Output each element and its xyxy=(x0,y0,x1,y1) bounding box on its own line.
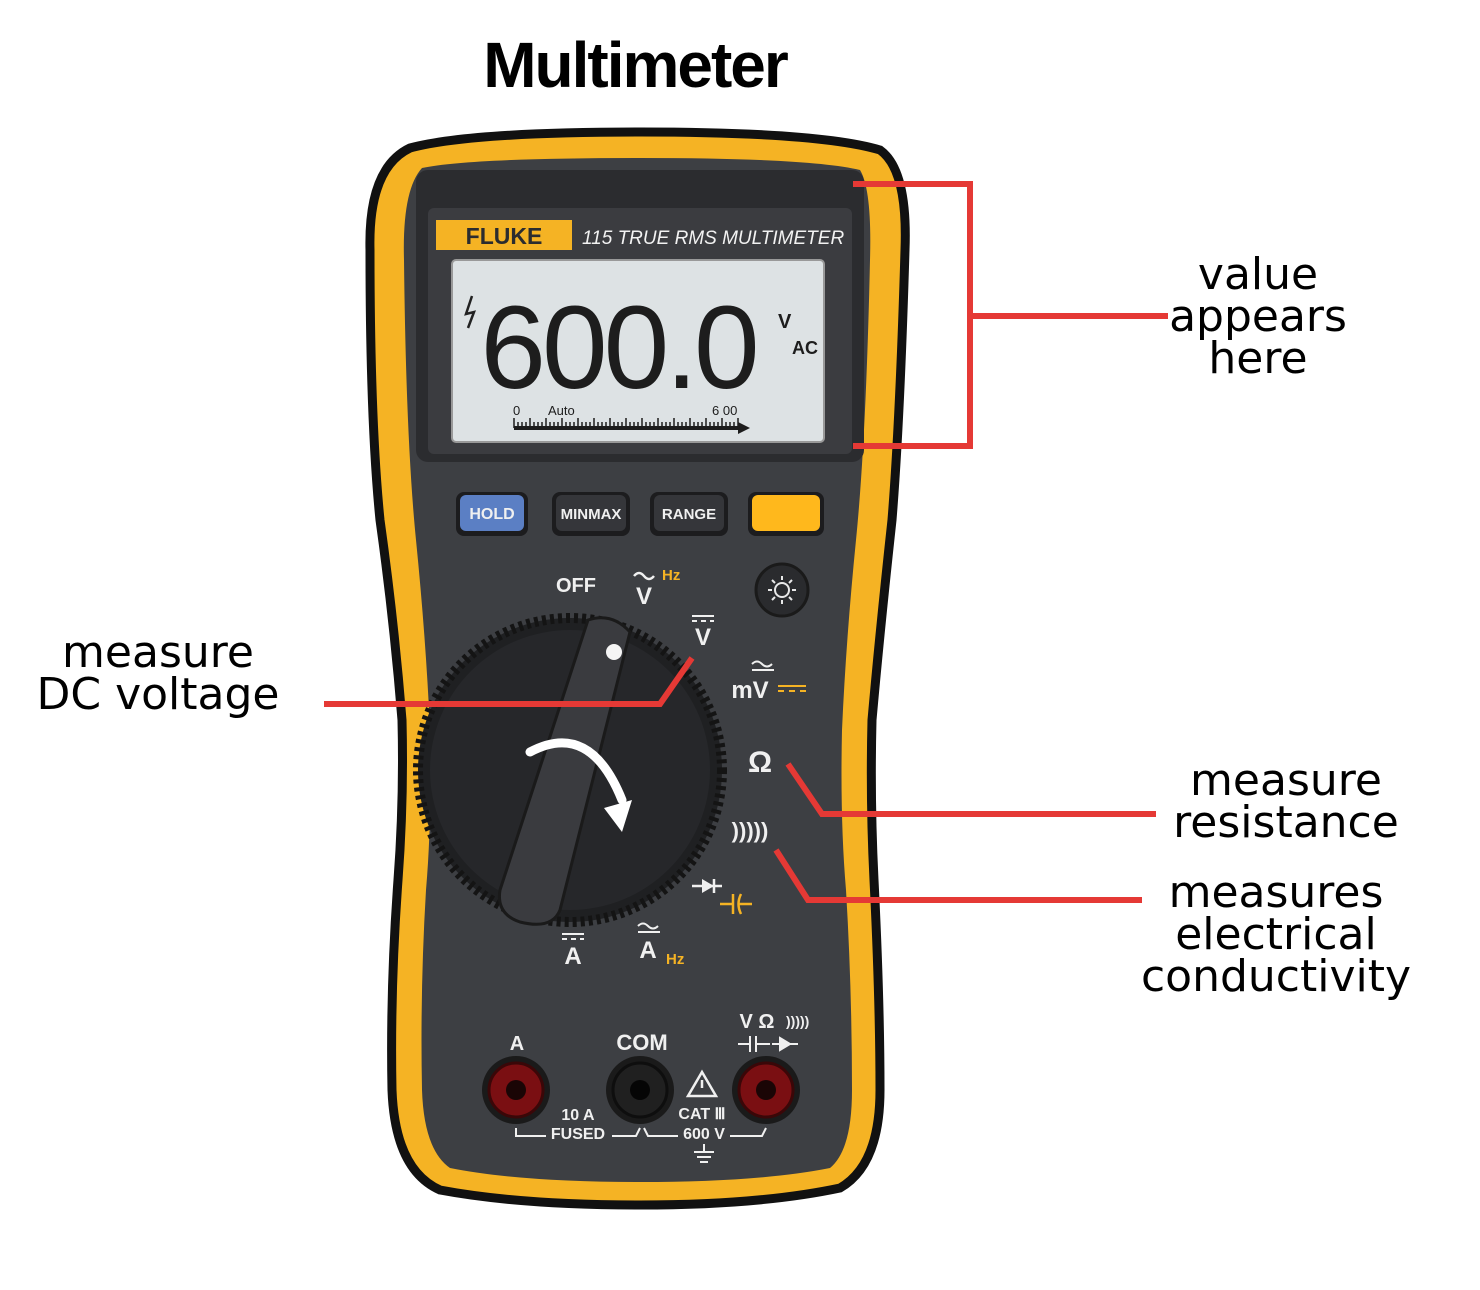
adc-symbol-icon xyxy=(562,933,584,940)
hazard-icon xyxy=(464,295,477,329)
callout-resistance-line2: resistance xyxy=(1173,797,1399,848)
bar-graph-scale xyxy=(513,418,750,434)
callout-conductivity-line1: measures xyxy=(1168,867,1384,918)
warning-icon xyxy=(685,1069,719,1098)
jack-com[interactable] xyxy=(606,1056,674,1124)
callout-display-bracket xyxy=(853,181,1168,449)
dial-mv-label: mV xyxy=(731,677,768,704)
jack-symbols-icon xyxy=(738,1036,798,1052)
callout-display-line1: value xyxy=(1197,249,1319,300)
lcd-value: 600.0 xyxy=(480,282,756,414)
callout-display: value appears here xyxy=(1150,249,1366,384)
cat-line1: CAT Ⅲ xyxy=(678,1106,725,1123)
scale-mode: Auto xyxy=(548,403,575,418)
dial-hz-top-label: Hz xyxy=(662,567,680,584)
dial-off-label: OFF xyxy=(556,575,596,597)
dial-vdc-label: V xyxy=(695,624,711,651)
jack-a[interactable] xyxy=(482,1056,550,1124)
capacitor-icon xyxy=(720,893,752,915)
callout-dc-line2: DC voltage xyxy=(36,669,280,720)
range-button[interactable]: RANGE xyxy=(650,492,728,536)
minmax-button[interactable]: MINMAX xyxy=(552,492,630,536)
page-title: Multimeter xyxy=(483,29,789,101)
rotary-dial[interactable] xyxy=(413,613,727,927)
dial-aac-label: A xyxy=(639,937,656,964)
ac-wave-icon xyxy=(633,571,655,581)
brand-label: FLUKE xyxy=(466,223,543,249)
scale-start: 0 xyxy=(513,403,520,418)
scale-end: 6 00 xyxy=(712,403,737,418)
jack-v-label: V Ω xyxy=(740,1011,775,1033)
sun-icon xyxy=(768,576,796,604)
dial-pointer-dot xyxy=(606,644,622,660)
fused-line2: FUSED xyxy=(551,1126,605,1143)
ground-icon xyxy=(694,1144,714,1163)
dial-knob[interactable] xyxy=(497,616,632,926)
dial-continuity-label: ))))) xyxy=(732,818,769,843)
diode-icon xyxy=(692,879,722,893)
dc-symbol-icon xyxy=(692,615,714,622)
jack-bracket-lines xyxy=(515,1127,767,1137)
cat-line2: 600 V xyxy=(683,1126,725,1143)
callout-dc: measure DC voltage xyxy=(26,627,290,720)
lcd-screen xyxy=(451,259,825,443)
jack-continuity-label: ))))) xyxy=(786,1013,809,1029)
brand-plate xyxy=(436,220,572,250)
mv-ac-dc-icon xyxy=(751,660,806,692)
lcd-unit-v: V xyxy=(778,311,792,333)
minmax-button-label: MINMAX xyxy=(561,506,622,523)
callout-dc-line1: measure xyxy=(62,627,254,678)
backlight-button[interactable] xyxy=(754,562,810,618)
jack-com-label: COM xyxy=(616,1030,667,1055)
callout-dc-line xyxy=(324,656,695,707)
lcd-unit-ac: AC xyxy=(792,338,818,358)
callout-resistance: measure resistance xyxy=(1162,755,1410,848)
callout-display-line3: here xyxy=(1208,333,1308,384)
callout-conductivity-line xyxy=(773,848,1142,903)
dial-hz-bottom-label: Hz xyxy=(666,951,684,968)
callout-display-line2: appears xyxy=(1169,291,1347,342)
callout-conductivity: measures electrical conductivity xyxy=(1126,867,1426,1002)
jack-a-label: A xyxy=(510,1033,524,1055)
rotate-arrowhead-icon xyxy=(604,800,632,832)
aac-symbol-icon xyxy=(637,922,660,933)
dial-ohm-label: Ω xyxy=(748,746,772,779)
jack-v[interactable] xyxy=(732,1056,800,1124)
hold-button-label: HOLD xyxy=(469,506,514,523)
rotate-arrow-icon xyxy=(525,738,627,805)
range-button-label: RANGE xyxy=(662,506,716,523)
callout-conductivity-line3: conductivity xyxy=(1140,951,1412,1002)
model-label: 115 TRUE RMS MULTIMETER xyxy=(582,228,844,249)
fused-line1: 10 A xyxy=(561,1107,595,1124)
callout-resistance-line xyxy=(785,762,1156,817)
shift-button[interactable] xyxy=(748,492,824,536)
hold-button[interactable]: HOLD xyxy=(456,492,528,536)
callout-resistance-line1: measure xyxy=(1190,755,1382,806)
callout-conductivity-line2: electrical xyxy=(1175,909,1377,960)
dial-vac-label: V xyxy=(636,583,652,610)
dial-adc-label: A xyxy=(564,943,581,970)
